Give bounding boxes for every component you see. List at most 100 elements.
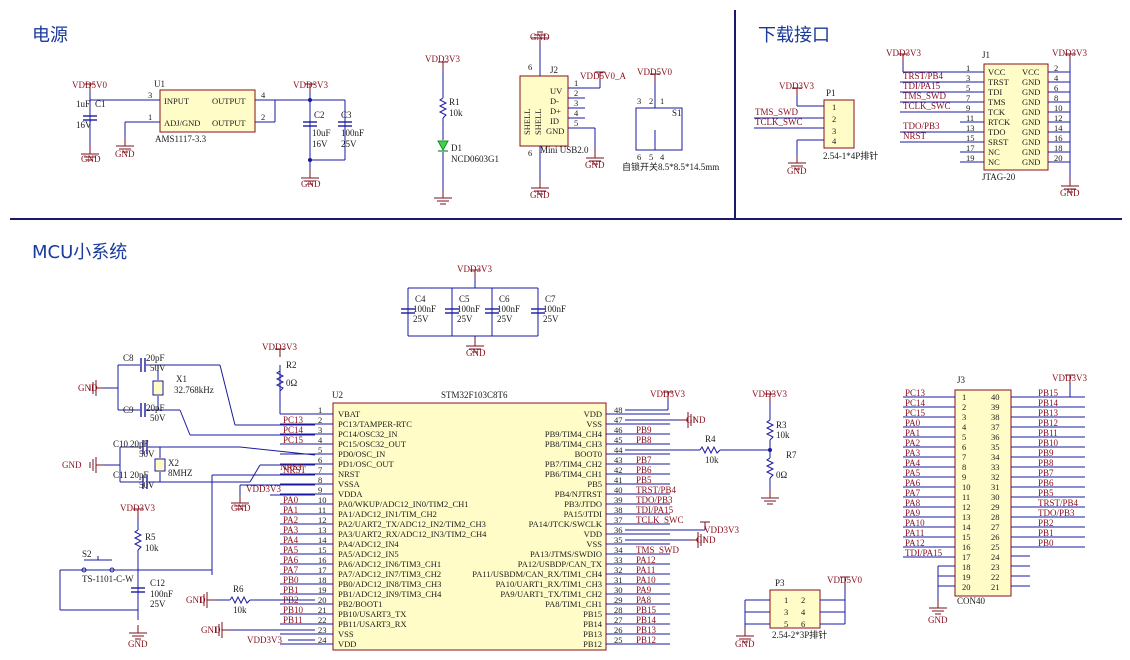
net-vdd3v3: VDD3V3 bbox=[704, 525, 739, 535]
u2-right-pin-number: 30 bbox=[614, 585, 623, 595]
u2-right-net: PA12 bbox=[636, 555, 656, 565]
j2-pinnum-2: 2 bbox=[574, 88, 578, 98]
net-vdd3v3: VDD3V3 bbox=[1052, 48, 1087, 58]
d1-ref: D1 bbox=[451, 143, 462, 153]
j2-pinnum-6b: 6 bbox=[528, 148, 532, 158]
j3-right-net: PB8 bbox=[1038, 458, 1054, 468]
j1-right-pin-number: 12 bbox=[1054, 113, 1063, 123]
u2-left-net: PA3 bbox=[283, 525, 299, 535]
u2-left-pin-number: 3 bbox=[318, 425, 322, 435]
u2-right-pin-number: 27 bbox=[614, 615, 623, 625]
u2-right-pin-name: PB9/TIM4_CH4 bbox=[545, 429, 603, 439]
s1-ref: S1 bbox=[672, 108, 682, 118]
p1-pin-2: 2 bbox=[832, 114, 836, 124]
j3-left-pin-number: 4 bbox=[962, 422, 967, 432]
j1-right-pin-number: 8 bbox=[1054, 93, 1058, 103]
u2-right-pin-name: PB7/TIM4_CH2 bbox=[545, 459, 602, 469]
j2-part: Mini USB2.0 bbox=[540, 145, 589, 155]
u2-left-net: PA0 bbox=[283, 495, 299, 505]
j3-right-net: PB13 bbox=[1038, 408, 1059, 418]
usb-j2-circuit bbox=[519, 46, 601, 180]
j1-right-pin-number: 20 bbox=[1054, 153, 1063, 163]
j1-ref: J1 bbox=[982, 50, 990, 60]
j1-right-pin-number: 2 bbox=[1054, 63, 1058, 73]
u2-left-pin-name: PB11/USART3_RX bbox=[338, 619, 407, 629]
u2-part: STM32F103C8T6 bbox=[441, 390, 508, 400]
c10-volt: 50V bbox=[139, 449, 155, 459]
u2-right-pin-number: 32 bbox=[614, 565, 623, 575]
j3-left-net: PC13 bbox=[905, 388, 926, 398]
u2-right-net: PB14 bbox=[636, 615, 657, 625]
net-vdd5v0-a: VDD5V0_A bbox=[580, 71, 626, 81]
j3-right-pin-number: 30 bbox=[991, 492, 1000, 502]
u2-right-pin-name: VSS bbox=[586, 419, 602, 429]
u2-right-net: TMS_SWD bbox=[636, 545, 680, 555]
u2-right-net: PA10 bbox=[636, 575, 656, 585]
j3-left-net: PA3 bbox=[905, 448, 921, 458]
net-vdd5v0: VDD5V0 bbox=[827, 575, 862, 585]
j1-left-pin-name: SRST bbox=[988, 137, 1009, 147]
c10-ref: C10 bbox=[113, 439, 129, 449]
j3-ref: J3 bbox=[957, 375, 966, 385]
j1-right-pin-name: GND bbox=[1022, 137, 1040, 147]
u2-right-pin-number: 45 bbox=[614, 435, 623, 445]
j2-shell-2: SHELL bbox=[533, 109, 543, 135]
u2-left-pin-number: 2 bbox=[318, 415, 322, 425]
j3-right-pin-number: 28 bbox=[991, 512, 1000, 522]
s1-pin-4: 4 bbox=[660, 152, 665, 162]
net-gnd: GND bbox=[696, 535, 716, 545]
u2-right-pin-number: 26 bbox=[614, 625, 623, 635]
u2-left-net: PA4 bbox=[283, 535, 299, 545]
c3-ref: C3 bbox=[341, 110, 352, 120]
u2-left-pin-name: PA4/ADC12_IN4 bbox=[338, 539, 399, 549]
section-title-mcu: MCU小系统 bbox=[32, 242, 127, 263]
j3-left-net: TDI/PA15 bbox=[905, 548, 943, 558]
j3-left-pin-number: 19 bbox=[962, 572, 971, 582]
u1-pin-output1: OUTPUT bbox=[212, 96, 246, 106]
net-vdd5v0: VDD5V0 bbox=[72, 80, 107, 90]
net-gnd: GND bbox=[231, 503, 251, 513]
j3-left-pin-number: 10 bbox=[962, 482, 971, 492]
c11-ref: C11 bbox=[113, 470, 128, 480]
j1-left-pin-number: 1 bbox=[966, 63, 970, 73]
p3-pin-1: 1 bbox=[784, 595, 788, 605]
j3-left-net: PA12 bbox=[905, 538, 925, 548]
net-vdd3v3: VDD3V3 bbox=[247, 635, 282, 645]
c9-ref: C9 bbox=[123, 405, 134, 415]
u2-right-pin-name: PB4/NJTRST bbox=[555, 489, 603, 499]
u2-left-pin-number: 13 bbox=[318, 525, 327, 535]
c4-value: 100nF bbox=[413, 304, 436, 314]
p3-pin-3: 3 bbox=[784, 607, 788, 617]
u2-right-pin-name: VDD bbox=[584, 529, 602, 539]
u2-right-pin-name: PB6/TIM4_CH1 bbox=[545, 469, 602, 479]
d1-value: NCD0603G1 bbox=[451, 154, 499, 164]
j3-right-pin-number: 40 bbox=[991, 392, 1000, 402]
j1-right-pin-number: 16 bbox=[1054, 133, 1063, 143]
j1-right-pin-name: GND bbox=[1022, 147, 1040, 157]
u2-left-pin-number: 9 bbox=[318, 485, 322, 495]
u2-left-pin-name: PC13/TAMPER-RTC bbox=[338, 419, 412, 429]
u2-left-net: PC14 bbox=[283, 425, 304, 435]
r6-value: 10k bbox=[233, 605, 247, 615]
net-gnd: GND bbox=[735, 639, 755, 649]
c1-volt: 16V bbox=[76, 120, 92, 130]
p1-part: 2.54-1*4P排针 bbox=[823, 150, 878, 161]
s1-part: 自锁开关8.5*8.5*14.5mm bbox=[622, 161, 719, 172]
u2-right-pin-number: 42 bbox=[614, 465, 623, 475]
net-nrst: NRST bbox=[280, 462, 304, 472]
j3-left-pin-number: 8 bbox=[962, 462, 966, 472]
u2-left-net: PB10 bbox=[283, 605, 304, 615]
u2-left-net: NRST bbox=[283, 465, 307, 475]
u2-left-pin-number: 16 bbox=[318, 555, 327, 565]
u2-right-pin-name: PA15/JTDI bbox=[564, 509, 603, 519]
u2-left-pins: VBAT1PC13/TAMPER-RTC2PC13PC14/OSC32_IN3P… bbox=[280, 405, 487, 649]
u2-right-net: PB15 bbox=[636, 605, 657, 615]
u1-pin-input: INPUT bbox=[164, 96, 190, 106]
u1-ref: U1 bbox=[154, 79, 165, 89]
u2-left-pin-number: 11 bbox=[318, 505, 326, 515]
u2-ref: U2 bbox=[332, 390, 343, 400]
c12-value: 100nF bbox=[150, 589, 173, 599]
u2-left-pin-number: 4 bbox=[318, 435, 323, 445]
j1-right-pin-name: GND bbox=[1022, 117, 1040, 127]
